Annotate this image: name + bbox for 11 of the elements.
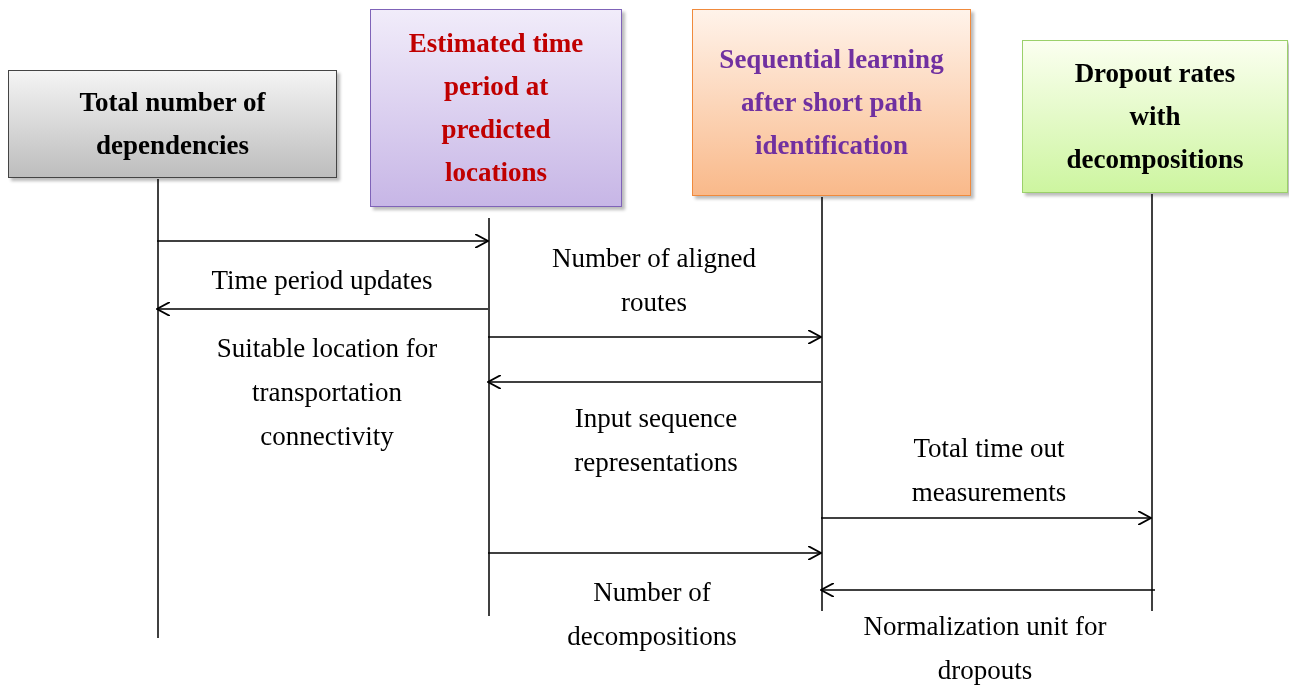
participant-title: Dropout rates with decompositions — [1065, 57, 1245, 176]
participant-title: Sequential learning after short path identification — [718, 43, 945, 162]
participant-title: Estimated time period at predicted locations — [407, 27, 585, 189]
message-arrow — [487, 545, 822, 561]
message-arrow — [487, 374, 822, 390]
message-arrow — [156, 301, 489, 317]
message-arrow — [487, 329, 822, 345]
participant-title: Total number of dependencies — [78, 86, 267, 162]
message-arrow — [820, 582, 1156, 598]
message-arrow — [156, 233, 489, 249]
message-arrow — [820, 510, 1152, 526]
